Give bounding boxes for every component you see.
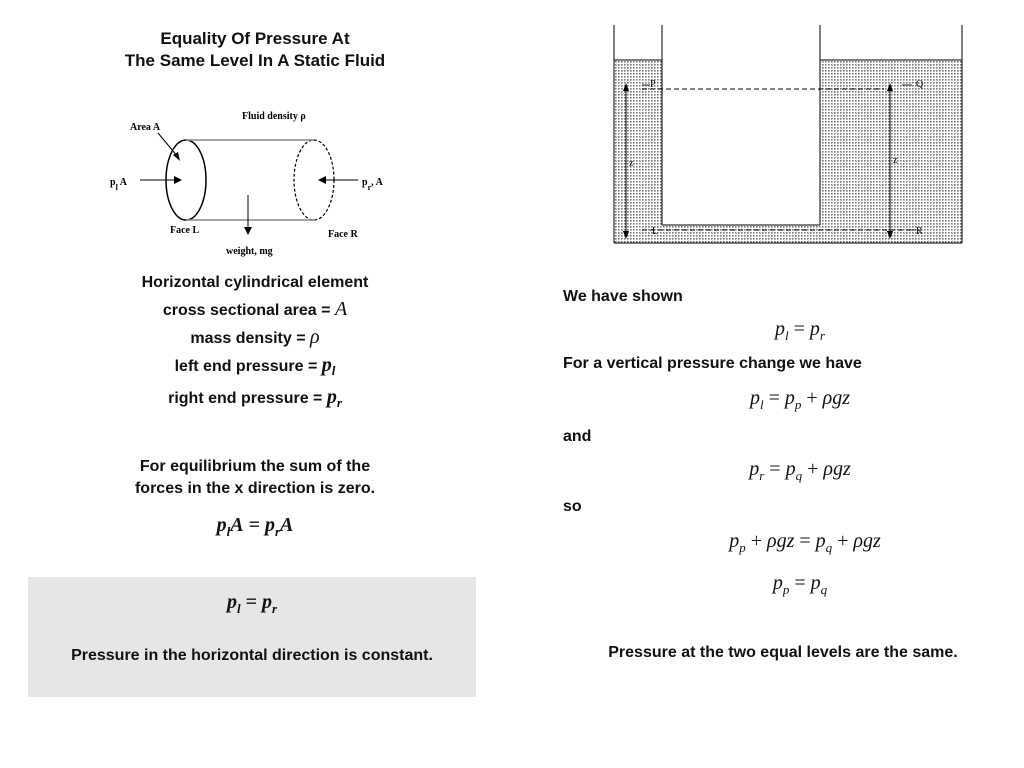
vertical-change-text: For a vertical pressure change we have (563, 355, 862, 372)
label-q: Q (916, 79, 924, 90)
label-z-left: z (629, 158, 634, 169)
pl-label: pl A (110, 177, 128, 192)
right-force-arrow-head (318, 176, 326, 184)
density-line: mass density = ρ (190, 326, 320, 348)
left-force-arrow-head (174, 176, 182, 184)
left-z-arrow-bottom (623, 231, 629, 239)
right-z-arrow-top (887, 83, 893, 91)
conclusion-box: pl = pr Pressure in the horizontal direc… (28, 577, 476, 697)
so-text: so (563, 498, 582, 515)
label-z-right: z (893, 155, 898, 166)
area-label: Area A (130, 122, 161, 133)
left-z-arrow-top (623, 83, 629, 91)
box-conclusion-text: Pressure in the horizontal direction is … (71, 647, 433, 664)
title-line-1: Equality Of Pressure At (160, 29, 350, 48)
we-have-shown: We have shown (563, 288, 683, 305)
page-title: Equality Of Pressure At The Same Level I… (60, 28, 450, 72)
right-z-arrow-bottom (887, 231, 893, 239)
equation-pl: pl = pp + ρgz (749, 387, 851, 412)
title-line-2: The Same Level In A Static Fluid (124, 51, 386, 70)
inner-block (662, 25, 820, 225)
density-label: Fluid density ρ (242, 111, 306, 122)
cylinder-diagram: Area A Fluid density ρ pl A pr, A Face L… (110, 111, 384, 257)
pr-label: pr, A (362, 177, 384, 192)
force-balance-equation: plA = prA (216, 514, 294, 539)
element-properties: Horizontal cylindrical element cross sec… (60, 270, 450, 416)
face-r-label: Face R (328, 229, 358, 240)
equilibrium-statement: For equilibrium the sum of the forces in… (134, 458, 376, 497)
and-text: and (563, 428, 592, 445)
weight-label: weight, mg (226, 246, 273, 257)
label-p: P (650, 79, 656, 90)
label-r: R (916, 226, 923, 237)
face-l-label: Face L (170, 225, 199, 236)
left-pressure-line: left end pressure = pl (174, 354, 336, 379)
equation-pl-eq-pr: pl = pr (775, 318, 825, 343)
equation-pp-eq-pq: pp = pq (772, 572, 828, 597)
equation-pr: pr = pq + ρgz (749, 458, 851, 483)
equation-pp-pq-sum: pp + ρgz = pq + ρgz (729, 530, 881, 555)
area-pointer (157, 132, 179, 158)
box-equation: pl = pr (226, 591, 278, 616)
right-pressure-line: right end pressure = pr (168, 386, 342, 411)
label-l: L (652, 226, 658, 237)
area-line: cross sectional area = A (162, 298, 348, 320)
u-tank-diagram: P Q L R z z (613, 25, 963, 244)
weight-arrow-head (244, 227, 252, 235)
right-conclusion: Pressure at the two equal levels are the… (608, 644, 958, 661)
props-heading: Horizontal cylindrical element (141, 274, 369, 291)
area-pointer-head (173, 152, 180, 161)
